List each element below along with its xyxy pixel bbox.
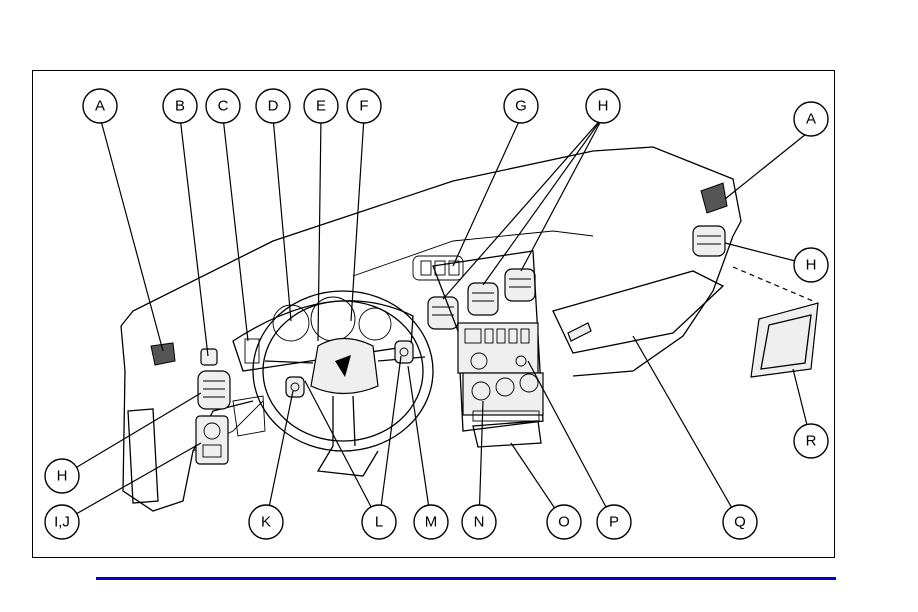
callout-e: E <box>304 89 338 123</box>
climate-controls <box>463 373 543 421</box>
steering-controls-left <box>286 377 304 397</box>
callout-m: M <box>414 505 448 539</box>
svg-text:F: F <box>359 98 368 115</box>
steering-wheel <box>253 291 433 451</box>
callout-d: D <box>256 89 290 123</box>
callout-n: N <box>462 505 496 539</box>
callout-k: K <box>249 505 283 539</box>
hazard-switch <box>201 349 217 365</box>
callout-a-right: A <box>794 102 828 136</box>
svg-text:H: H <box>598 98 609 115</box>
callout-c: C <box>206 89 240 123</box>
svg-text:G: G <box>515 98 527 115</box>
svg-text:Q: Q <box>734 514 746 531</box>
svg-text:B: B <box>175 98 185 115</box>
svg-text:I,J: I,J <box>54 514 70 531</box>
svg-text:H: H <box>806 257 817 274</box>
callout-f: F <box>347 89 381 123</box>
callout-h-top: H <box>586 89 620 123</box>
air-outlet-right <box>693 226 725 256</box>
air-outlet-center-2 <box>468 283 498 315</box>
svg-text:A: A <box>95 98 105 115</box>
callout-h-left: H <box>45 459 79 493</box>
svg-text:E: E <box>316 98 326 115</box>
air-outlet-left <box>198 371 230 409</box>
svg-text:N: N <box>474 514 485 531</box>
side-window-defogger-left <box>151 343 175 365</box>
air-outlet-center-3 <box>505 269 535 301</box>
side-window-defogger-right <box>701 183 727 213</box>
knee-bolster <box>233 396 378 476</box>
svg-text:C: C <box>218 98 229 115</box>
headlamp-switch <box>196 416 228 464</box>
svg-text:L: L <box>375 514 383 531</box>
svg-text:H: H <box>57 468 68 485</box>
callout-ij: I,J <box>45 505 79 539</box>
svg-text:A: A <box>806 111 816 128</box>
storage-compartment <box>733 267 818 377</box>
callout-p: P <box>597 505 631 539</box>
callout-b: B <box>163 89 197 123</box>
callout-a-left: A <box>83 89 117 123</box>
callout-o: O <box>547 505 581 539</box>
callout-g: G <box>504 89 538 123</box>
callout-l: L <box>362 505 396 539</box>
glove-box <box>553 271 723 353</box>
callout-r: R <box>794 424 828 458</box>
svg-text:K: K <box>261 514 271 531</box>
callout-q: Q <box>723 505 757 539</box>
dashboard-illustration: A B C D E F G H A H H I,J <box>33 71 836 559</box>
svg-text:D: D <box>268 98 279 115</box>
svg-text:P: P <box>609 514 619 531</box>
instrument-panel-diagram: A B C D E F G H A H H I,J <box>32 70 835 558</box>
air-outlet-center-1 <box>428 297 458 329</box>
svg-text:R: R <box>806 433 817 450</box>
svg-text:M: M <box>425 514 438 531</box>
page-bottom-rule <box>96 577 836 580</box>
steering-controls-right <box>395 341 413 363</box>
svg-text:O: O <box>558 514 570 531</box>
callout-h-right: H <box>794 248 828 282</box>
audio-system <box>458 323 538 373</box>
